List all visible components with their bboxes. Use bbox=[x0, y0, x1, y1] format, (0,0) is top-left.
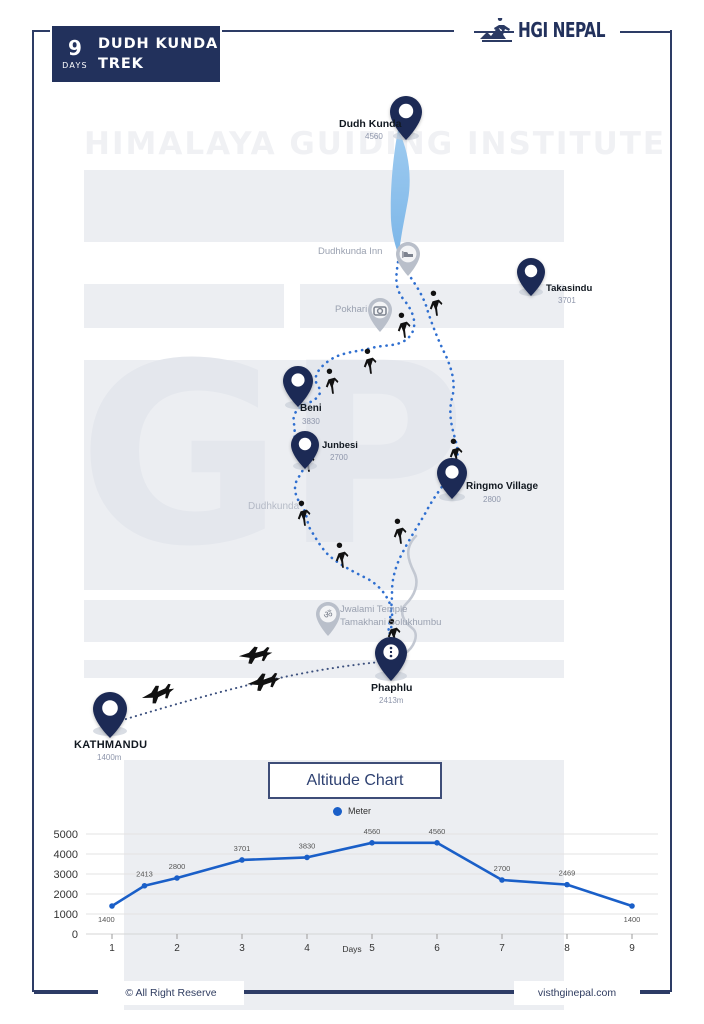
svg-text:5: 5 bbox=[369, 943, 375, 954]
mountain-climber-icon bbox=[479, 18, 512, 42]
svg-text:9: 9 bbox=[629, 943, 635, 954]
poi-pin-jwalami-temple: ॐ bbox=[316, 602, 340, 636]
marker-altitude: 2800 bbox=[483, 495, 501, 504]
svg-text:1400: 1400 bbox=[624, 915, 641, 924]
svg-text:1: 1 bbox=[109, 943, 115, 954]
trek-map: ॐ bbox=[93, 96, 545, 738]
logo-rule-right bbox=[620, 31, 672, 33]
chart-title: Altitude Chart bbox=[268, 762, 442, 799]
watermark-band bbox=[84, 170, 564, 242]
svg-text:3830: 3830 bbox=[299, 841, 316, 850]
poi-pin-dudhkunda-inn bbox=[396, 242, 420, 276]
svg-text:2800: 2800 bbox=[169, 862, 186, 871]
destination-pin-group bbox=[93, 96, 545, 738]
chart-xlabel: Days bbox=[342, 944, 362, 954]
trek-title-line1: DUDH KUNDA bbox=[98, 36, 219, 52]
watermark-band bbox=[84, 284, 284, 328]
lake-shape bbox=[390, 130, 410, 256]
footer-copyright: © All Right Reserve bbox=[98, 981, 244, 1005]
marker-altitude: 2413m bbox=[379, 696, 404, 705]
marker-altitude: 1400m bbox=[97, 753, 122, 762]
marker-altitude: 2700 bbox=[330, 453, 348, 462]
pin-ringmo-village bbox=[437, 458, 467, 499]
trail-path-right bbox=[386, 266, 459, 636]
days-label: DAYS bbox=[62, 61, 88, 70]
svg-text:8: 8 bbox=[564, 943, 570, 954]
poi-pin-group: ॐ bbox=[316, 242, 420, 636]
trek-title-line2: TREK bbox=[98, 56, 144, 72]
trek-title-badge: 9 DAYS DUDH KUNDA TREK bbox=[52, 26, 220, 82]
svg-text:1400: 1400 bbox=[98, 915, 115, 924]
svg-text:2700: 2700 bbox=[494, 864, 511, 873]
pin-takasindu bbox=[517, 258, 545, 296]
chart-plot: 0 1000 2000 3000 4000 5000 1 2 3 4 5 6 7 8 9 1400 2413 28… bbox=[54, 827, 658, 954]
marker-name: Takasindu bbox=[546, 283, 593, 294]
footer-rule bbox=[34, 992, 670, 994]
river-line bbox=[400, 534, 418, 656]
svg-text:1000: 1000 bbox=[54, 909, 78, 921]
svg-text:3000: 3000 bbox=[54, 869, 78, 881]
pin-junbesi bbox=[291, 431, 319, 469]
footer-website[interactable]: visthginepal.com bbox=[514, 981, 640, 1005]
altitude-chart: Altitude Chart Meter 0 1000 2000 3000 4000 50… bbox=[34, 762, 670, 968]
watermark-text: HIMALAYA GUIDING INSTITUTE bbox=[84, 126, 667, 162]
svg-text:4000: 4000 bbox=[54, 849, 78, 861]
pin-dudh-kunda bbox=[390, 96, 422, 140]
frame-gap-logo bbox=[454, 24, 670, 34]
marker-name: KATHMANDU bbox=[74, 739, 148, 751]
watermark-band bbox=[84, 660, 564, 678]
marker-name: Dudh Kunda bbox=[339, 118, 402, 130]
trail-path-left bbox=[292, 260, 416, 640]
marker-name: Junbesi bbox=[322, 440, 358, 451]
poi-pin-pokhari bbox=[368, 298, 392, 332]
svg-text:2: 2 bbox=[174, 943, 180, 954]
svg-text:6: 6 bbox=[434, 943, 440, 954]
poi-label-pokhari: Pokhari bbox=[335, 304, 368, 315]
chart-legend: Meter bbox=[34, 806, 670, 816]
legend-marker-icon bbox=[332, 806, 342, 816]
pin-beni bbox=[283, 366, 313, 407]
logo-text: HGI NEPAL bbox=[517, 18, 605, 42]
svg-text:4: 4 bbox=[304, 943, 310, 954]
marker-name: Beni bbox=[300, 403, 322, 414]
svg-text:3701: 3701 bbox=[234, 844, 251, 853]
marker-altitude: 3701 bbox=[558, 296, 576, 305]
flight-path bbox=[115, 661, 381, 723]
svg-text:2413: 2413 bbox=[136, 870, 153, 879]
hiker-icon-group bbox=[297, 290, 463, 644]
svg-text:7: 7 bbox=[499, 943, 505, 954]
marker-name: Phaphlu bbox=[371, 682, 413, 694]
poi-label-dudhkunda: Dudhkunda bbox=[248, 501, 300, 512]
svg-text:3: 3 bbox=[239, 943, 245, 954]
airplane-icon-group bbox=[141, 646, 281, 704]
poi-label-jwalami-temple: Jwalami Temple bbox=[340, 604, 408, 615]
poi-label-tamakhani-solukhumbu: Tamakhani Solukhumbu bbox=[340, 617, 442, 628]
svg-text:0: 0 bbox=[72, 929, 78, 941]
marker-altitude: 3830 bbox=[302, 417, 320, 426]
watermark-band bbox=[124, 760, 564, 1010]
watermark-band bbox=[84, 360, 564, 590]
pin-kathmandu bbox=[93, 692, 127, 738]
marker-name: Ringmo Village bbox=[466, 481, 539, 492]
svg-text:4560: 4560 bbox=[364, 827, 381, 836]
svg-text:ॐ: ॐ bbox=[323, 609, 332, 621]
legend-label: Meter bbox=[347, 806, 371, 816]
pin-phaphlu bbox=[375, 637, 407, 681]
svg-text:5000: 5000 bbox=[54, 829, 78, 841]
watermark-big-letters: GP bbox=[78, 310, 467, 601]
trek-title: DUDH KUNDA TREK bbox=[98, 34, 218, 74]
svg-text:2000: 2000 bbox=[54, 889, 78, 901]
days-badge: 9 DAYS bbox=[52, 38, 98, 70]
marker-altitude: 4560 bbox=[365, 132, 383, 141]
brand-logo: HGI NEPAL bbox=[479, 18, 620, 42]
svg-text:2469: 2469 bbox=[559, 869, 576, 878]
days-number: 9 bbox=[68, 36, 82, 60]
svg-text:4560: 4560 bbox=[429, 827, 446, 836]
poi-label-dudhkunda-inn: Dudhkunda Inn bbox=[318, 246, 383, 257]
